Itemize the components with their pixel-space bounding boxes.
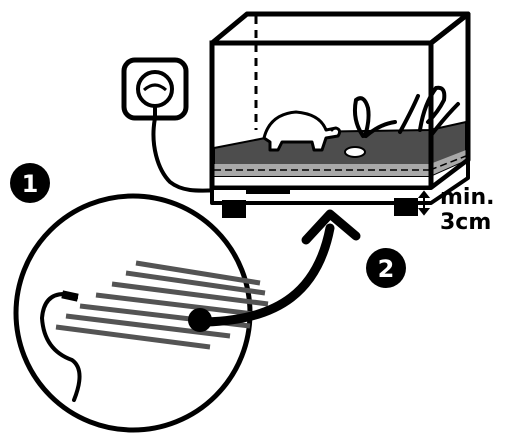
right-foot: [394, 198, 418, 216]
food-dish: [344, 146, 366, 158]
arrow-icon: [201, 209, 361, 327]
clearance-label-line2: 3cm: [440, 210, 491, 235]
plant-icon: [352, 85, 460, 138]
step-number-2: 2: [378, 255, 395, 283]
heat-mat-under-tank: [246, 188, 290, 194]
step-badge-1: 1: [10, 163, 50, 203]
step-badge-2: 2: [366, 248, 406, 288]
heat-mat-icon: [13, 193, 269, 433]
clearance-label-line1: min.: [440, 185, 494, 210]
wall-socket-icon: [121, 57, 189, 121]
power-cable: [151, 116, 230, 193]
double-arrow-icon: [417, 190, 431, 216]
terrarium-icon: [209, 11, 471, 218]
tortoise-icon: [262, 110, 342, 152]
left-foot: [222, 200, 246, 218]
step-number-1: 1: [22, 170, 39, 198]
